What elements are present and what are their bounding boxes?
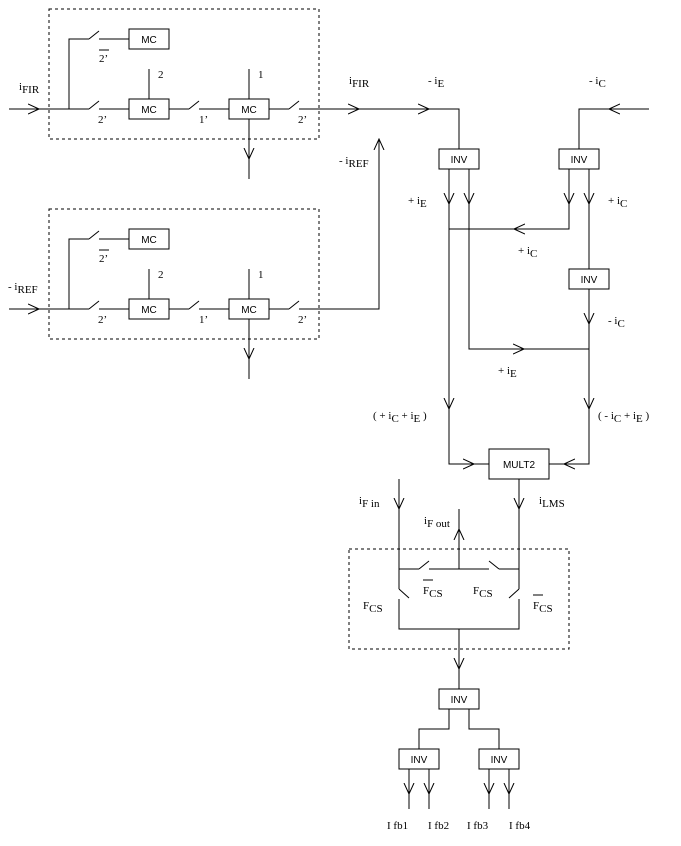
label-i-f-in: iF in [359, 495, 380, 510]
output-label-fb2: I fb2 [428, 820, 449, 832]
ref-switch-label-2prime-b: 2’ [298, 314, 307, 326]
label-neg-i-e: - iE [428, 75, 444, 90]
chopper-switch [488, 560, 500, 570]
ref-output-wire [299, 139, 380, 310]
sum-wire [449, 204, 570, 230]
chopper-switch [418, 560, 430, 570]
output-label-fb1: I fb1 [387, 820, 408, 832]
tree-wire [468, 709, 500, 749]
chopper-switch [398, 588, 410, 599]
label-neg-i-ref-in: - iREF [8, 281, 38, 296]
ref-switch-1prime [188, 300, 200, 310]
label-neg-i-c-mid: - iC [608, 315, 625, 330]
label-f-cs-bar-1: FCS [423, 585, 443, 600]
inv-out-root [438, 688, 480, 710]
inv-c2-label: INV [581, 275, 598, 286]
fir-switch-1prime [188, 100, 200, 110]
output-label-fb4: I fb4 [509, 820, 531, 832]
label-sum-right: ( - iC + iE ) [598, 410, 649, 425]
label-pos-i-c-right: + iC [608, 195, 627, 210]
inv-e [438, 148, 480, 170]
inv-out-left-label: INV [411, 755, 428, 766]
label-i-fir-in: iFIR [19, 81, 40, 96]
ref-port-1-label: 1 [258, 269, 264, 281]
sum-wire [549, 409, 590, 465]
mult2-block [488, 448, 550, 480]
fir-branch-wire [68, 38, 89, 109]
fir-mc-upper [128, 28, 170, 50]
inv-c-label: INV [571, 155, 588, 166]
ref-port-2-label: 2 [158, 269, 164, 281]
fir-switch-label-1prime: 1’ [199, 114, 208, 126]
tree-wire [418, 709, 450, 749]
ref-mc-upper [128, 228, 170, 250]
ref-mc-upper-label: MC [141, 235, 157, 246]
ref-mc-mid-label: MC [141, 305, 157, 316]
label-pos-i-e-mid: + iE [498, 365, 517, 380]
chopper-wire [398, 599, 520, 630]
chopper-switch [508, 588, 520, 599]
label-f-cs-left: FCS [363, 600, 383, 615]
fir-mc-mid-label: MC [141, 105, 157, 116]
fir-switch-label-2prime-bar: 2’ [99, 53, 108, 65]
label-f-cs-bar-2: FCS [533, 600, 553, 615]
label-neg-i-c-top: - iC [589, 75, 606, 90]
label-neg-i-ref-out: - iREF [339, 155, 369, 170]
ref-module: MC 2’ 2’ MC 2 1’ MC 1 2’ [9, 139, 379, 379]
inv-out-left [398, 748, 440, 770]
ref-module-boundary [48, 208, 320, 340]
fir-mc-upper-label: MC [141, 35, 157, 46]
inv-out-root-label: INV [451, 695, 468, 706]
fir-switch-upper [88, 30, 100, 40]
ref-switch-label-2prime-a: 2’ [98, 314, 107, 326]
fir-switch-2prime-out [288, 100, 300, 110]
inv-out-right-label: INV [491, 755, 508, 766]
sum-wire [429, 108, 460, 149]
ref-branch-wire [68, 238, 89, 309]
ref-mc-right-label: MC [241, 305, 257, 316]
fir-port-2-label: 2 [158, 69, 164, 81]
fir-port-1-label: 1 [258, 69, 264, 81]
inv-c [558, 148, 600, 170]
fir-module: MC 2’ 2’ MC 2 1’ MC 1 2’ [9, 8, 359, 179]
fir-switch-label-2prime-b: 2’ [298, 114, 307, 126]
inv-out-right [478, 748, 520, 770]
ref-switch-lower [88, 300, 100, 310]
ref-switch-upper [88, 230, 100, 240]
sum-wire [578, 108, 609, 149]
output-label-fb3: I fb3 [467, 820, 489, 832]
label-pos-i-c-mid: + iC [518, 245, 537, 260]
inv-e-label: INV [451, 155, 468, 166]
output-tree: INV INV INV [398, 688, 520, 809]
chopper-module [348, 479, 570, 689]
fir-module-boundary [48, 8, 320, 140]
ref-switch-label-1prime: 1’ [199, 314, 208, 326]
mult2-label: MULT2 [503, 460, 535, 471]
label-i-fir-out: iFIR [349, 75, 370, 90]
label-i-f-out: iF out [424, 515, 450, 530]
chopper-module-boundary [348, 548, 570, 650]
sum-wire [448, 409, 489, 465]
summing-network: INV INV INV MULT2 [359, 108, 649, 480]
label-sum-left: ( + iC + iE ) [373, 410, 427, 425]
label-i-lms: iLMS [539, 495, 565, 510]
ref-switch-2prime-out [288, 300, 300, 310]
fir-mc-right-label: MC [241, 105, 257, 116]
fir-switch-label-2prime-a: 2’ [98, 114, 107, 126]
label-f-cs-mid: FCS [473, 585, 493, 600]
label-pos-i-e-left: + iE [408, 195, 427, 210]
ref-switch-label-2prime-bar: 2’ [99, 253, 108, 265]
fir-switch-lower [88, 100, 100, 110]
